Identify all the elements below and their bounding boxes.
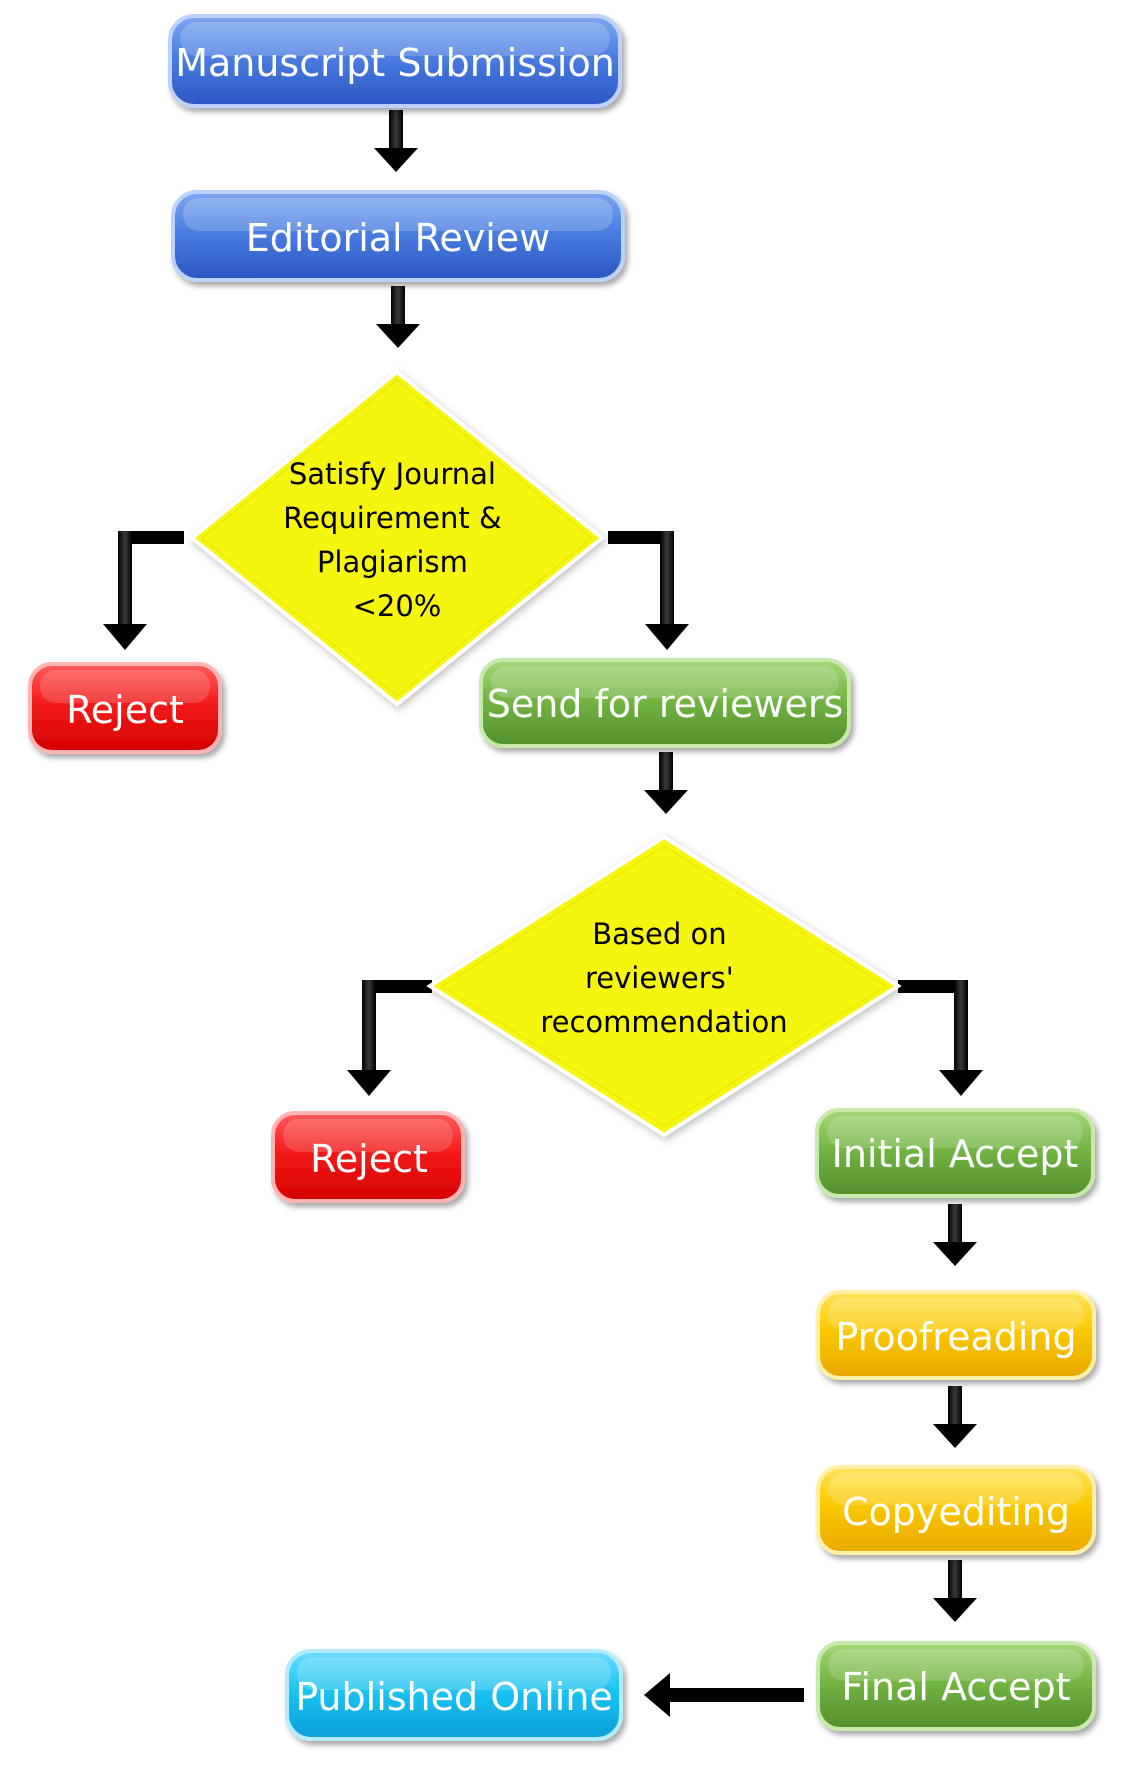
node-reject-1 [28,662,222,754]
reject-2-label: Reject [310,1137,428,1181]
node-copyediting [816,1465,1096,1555]
node-manuscript-submission [168,14,622,108]
node-final-accept [816,1641,1096,1731]
decision-reviewers-line-1: Based on [592,917,726,951]
decision-journal-line-4: <20% [353,589,442,623]
decision-reviewers-line-3: recommendation [540,1005,787,1039]
editorial-review-label: Editorial Review [246,216,551,260]
arrow-submission-to-editorial [374,110,418,172]
flow-arrows [103,110,983,1717]
manuscript-submission-label: Manuscript Submission [175,41,615,85]
arrow-reviewers-to-decision [644,752,688,814]
arrow-final-to-published [644,1673,804,1717]
node-send-for-reviewers [479,658,851,748]
decision-journal-requirement [188,369,606,707]
arrow-proofreading-to-copyediting [933,1386,977,1448]
proofreading-label: Proofreading [835,1315,1076,1359]
node-published-online [285,1649,623,1741]
initial-accept-label: Initial Accept [832,1132,1079,1176]
published-online-label: Published Online [295,1675,613,1719]
copyediting-label: Copyediting [842,1490,1070,1534]
node-editorial-review [171,190,625,282]
arrow-editorial-to-decision [376,286,420,348]
decision-journal-line-3: Plagiarism [317,545,468,579]
node-initial-accept [815,1108,1095,1198]
node-proofreading [816,1290,1096,1380]
decision-reviewers-label: Based on reviewers' recommendation [540,917,787,1039]
decision-journal-line-1: Satisfy Journal [289,457,496,491]
arrow-copyediting-to-final [933,1560,977,1622]
arrow-initial-to-proofreading [933,1204,977,1266]
decision-journal-line-2: Requirement & [283,501,501,535]
decision-journal-label: Satisfy Journal Requirement & Plagiarism… [283,457,511,623]
decision-reviewers-recommendation [426,834,902,1138]
decision-reviewers-line-2: reviewers' [585,961,734,995]
arrow-decision2-to-initial [898,980,983,1096]
send-for-reviewers-label: Send for reviewers [487,682,844,726]
arrow-decision1-to-reject [103,531,184,650]
reject-1-label: Reject [66,688,184,732]
arrow-decision1-to-reviewers [608,531,689,650]
final-accept-label: Final Accept [841,1665,1070,1709]
node-reject-2 [271,1111,465,1203]
arrow-decision2-to-reject [347,980,432,1096]
